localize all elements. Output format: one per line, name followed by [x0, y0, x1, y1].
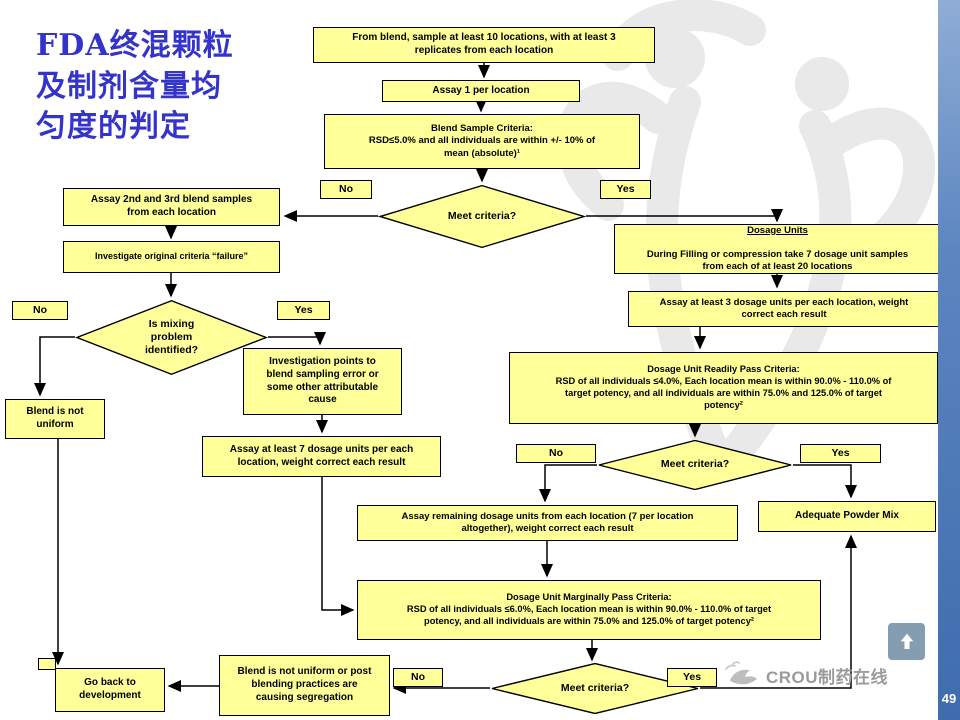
decision-meet-criteria-1: Meet criteria?	[378, 185, 586, 248]
node-assay-remaining: Assay remaining dosage units from each l…	[357, 505, 738, 541]
label-yes-3: Yes	[800, 444, 881, 463]
node-adequate-powder-mix: Adequate Powder Mix	[758, 501, 936, 532]
brand-text: CROU制药在线	[766, 667, 889, 687]
node-marginally-pass-criteria: Dosage Unit Marginally Pass Criteria: RS…	[357, 580, 821, 640]
stray-label-fragment	[38, 658, 56, 670]
arrow-decision3-no	[539, 464, 597, 503]
node-assay-2nd-3rd: Assay 2nd and 3rd blend samples from eac…	[63, 188, 280, 226]
label-yes-1: Yes	[600, 180, 651, 199]
node-blend-not-uniform: Blend is not uniform	[5, 399, 105, 439]
decision-label: Is mixing problem identified?	[144, 317, 199, 357]
decision-label: Meet criteria?	[660, 458, 730, 471]
node-readily-pass-criteria: Dosage Unit Readily Pass Criteria: RSD o…	[509, 352, 938, 424]
brand-watermark: CROU制药在线	[722, 660, 888, 690]
label-yes-2: Yes	[277, 301, 330, 320]
node-go-back-development: Go back to development	[55, 668, 165, 712]
label-no-3: No	[516, 444, 596, 463]
node-investigate-failure: Investigate original criteria “failure”	[63, 241, 280, 273]
scroll-up-icon[interactable]	[888, 623, 925, 660]
decision-label: Meet criteria?	[447, 209, 517, 222]
decision-meet-criteria-2: Meet criteria?	[597, 440, 793, 490]
decision-mixing-problem: Is mixing problem identified?	[75, 300, 268, 375]
arrow-decision2-yes	[268, 332, 326, 346]
dosage-units-body: During Filling or compression take 7 dos…	[646, 249, 909, 273]
page-number: 49	[941, 691, 957, 706]
label-no-4: No	[393, 668, 443, 687]
slide-title: FDA终混颗粒 及制剂含量均 匀度的判定	[36, 28, 234, 144]
label-yes-4: Yes	[667, 668, 717, 687]
node-investigation-points: Investigation points to blend sampling e…	[243, 348, 402, 415]
arrow-decision3-yes	[793, 464, 857, 499]
node-assay-7-units: Assay at least 7 dosage units per each l…	[202, 436, 441, 477]
arrow-decision2-no	[34, 336, 75, 397]
diamond-shape	[378, 185, 586, 248]
diamond-shape	[75, 300, 268, 375]
node-dosage-units: Dosage Units During Filling or compressi…	[614, 224, 941, 274]
up-arrow-icon	[900, 633, 913, 649]
node-assay-3-units: Assay at least 3 dosage units per each l…	[628, 291, 940, 327]
decision-meet-criteria-3: Meet criteria?	[490, 663, 700, 714]
brand-bird-icon	[725, 661, 757, 685]
decision-label: Meet criteria?	[560, 681, 630, 694]
label-no-2: No	[12, 301, 68, 320]
slide-sidebar: 49	[938, 0, 960, 720]
node-sample-blend: From blend, sample at least 10 locations…	[313, 27, 655, 63]
node-blend-not-uniform-post: Blend is not uniform or post blending pr…	[219, 655, 390, 716]
label-no-1: No	[320, 180, 372, 199]
diamond-shape	[490, 663, 700, 714]
arrow-assay7-to-marginally	[321, 477, 355, 616]
node-blend-criteria: Blend Sample Criteria: RSD≤5.0% and all …	[324, 114, 640, 169]
node-assay-one: Assay 1 per location	[382, 80, 580, 102]
dosage-units-heading: Dosage Units	[747, 224, 808, 236]
